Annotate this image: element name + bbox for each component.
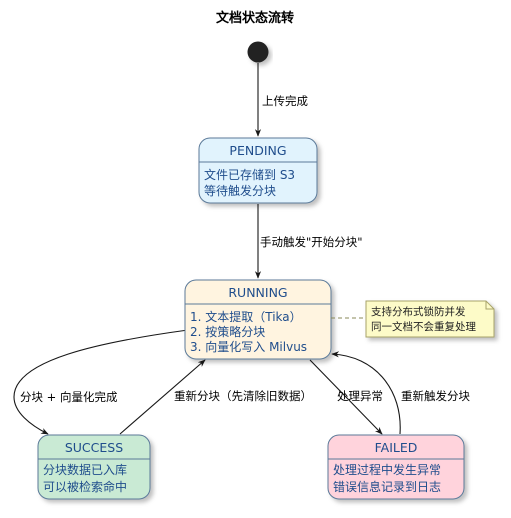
state-failed-name: FAILED	[375, 440, 418, 455]
edge-running-failed	[309, 359, 383, 435]
label-running-success: 分块 + 向量化完成	[20, 390, 118, 404]
state-running-name: RUNNING	[228, 285, 287, 300]
note-line-1: 支持分布式锁防并发	[371, 305, 466, 318]
state-pending-name: PENDING	[229, 143, 286, 158]
state-pending-box	[198, 137, 318, 204]
note-fold	[485, 301, 494, 310]
state-pending-line-2: 等待触发分块	[204, 183, 276, 198]
state-failed-box	[327, 434, 465, 500]
state-success-box	[37, 434, 151, 500]
state-success-line-2: 可以被检索命中	[43, 479, 127, 494]
state-running-line-3: 3. 向量化写入 Milvus	[190, 339, 307, 354]
label-success-running: 重新分块（先清除旧数据）	[174, 389, 312, 403]
state-failed-line-1: 处理过程中发生异常	[333, 462, 441, 477]
label-running-failed: 处理异常	[337, 389, 383, 403]
state-running: RUNNING 1. 文本提取（Tika） 2. 按策略分块 3. 向量化写入 …	[184, 279, 332, 360]
state-success-line-1: 分块数据已入库	[43, 462, 127, 477]
state-pending: PENDING 文件已存储到 S3 等待触发分块	[198, 137, 318, 204]
state-success-name: SUCCESS	[65, 440, 123, 455]
state-running-box	[184, 279, 332, 360]
note-distributed-lock: 支持分布式锁防并发 同一文档不会重复处理	[331, 300, 495, 338]
state-success: SUCCESS 分块数据已入库 可以被检索命中	[37, 434, 151, 500]
state-running-line-1: 1. 文本提取（Tika）	[190, 309, 302, 324]
edge-success-running	[119, 359, 206, 435]
edge-failed-running	[331, 351, 401, 435]
state-failed: FAILED 处理过程中发生异常 错误信息记录到日志	[327, 434, 465, 500]
edge-running-success	[13, 329, 189, 435]
state-failed-line-2: 错误信息记录到日志	[333, 479, 441, 494]
state-pending-line-1: 文件已存储到 S3	[204, 167, 295, 182]
note-line-2: 同一文档不会重复处理	[371, 320, 476, 333]
label-failed-running: 重新触发分块	[401, 389, 470, 403]
note-box	[365, 300, 495, 338]
state-running-line-2: 2. 按策略分块	[190, 324, 265, 339]
start-node	[247, 41, 269, 63]
label-start-pending: 上传完成	[262, 94, 308, 108]
label-pending-running: 手动触发"开始分块"	[260, 235, 363, 249]
diagram-title: 文档状态流转	[216, 10, 294, 26]
